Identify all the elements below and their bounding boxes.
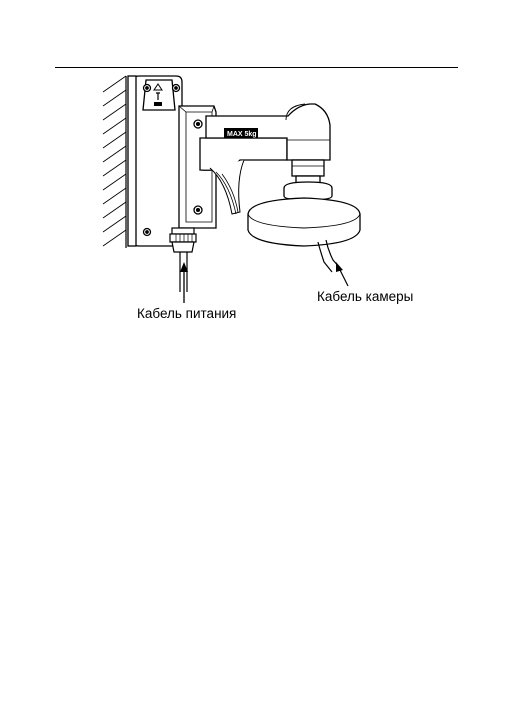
bracket-load-marking: MAX 5kg [227,131,257,138]
power-cable-label: Кабель питания [137,307,236,321]
cable-gland [170,228,196,252]
wall-hatching [103,76,126,248]
dome-mount [248,160,360,246]
camera-cable-arrow [336,262,348,286]
wall-plate [128,76,182,246]
camera-cable-label: Кабель камеры [317,290,413,304]
